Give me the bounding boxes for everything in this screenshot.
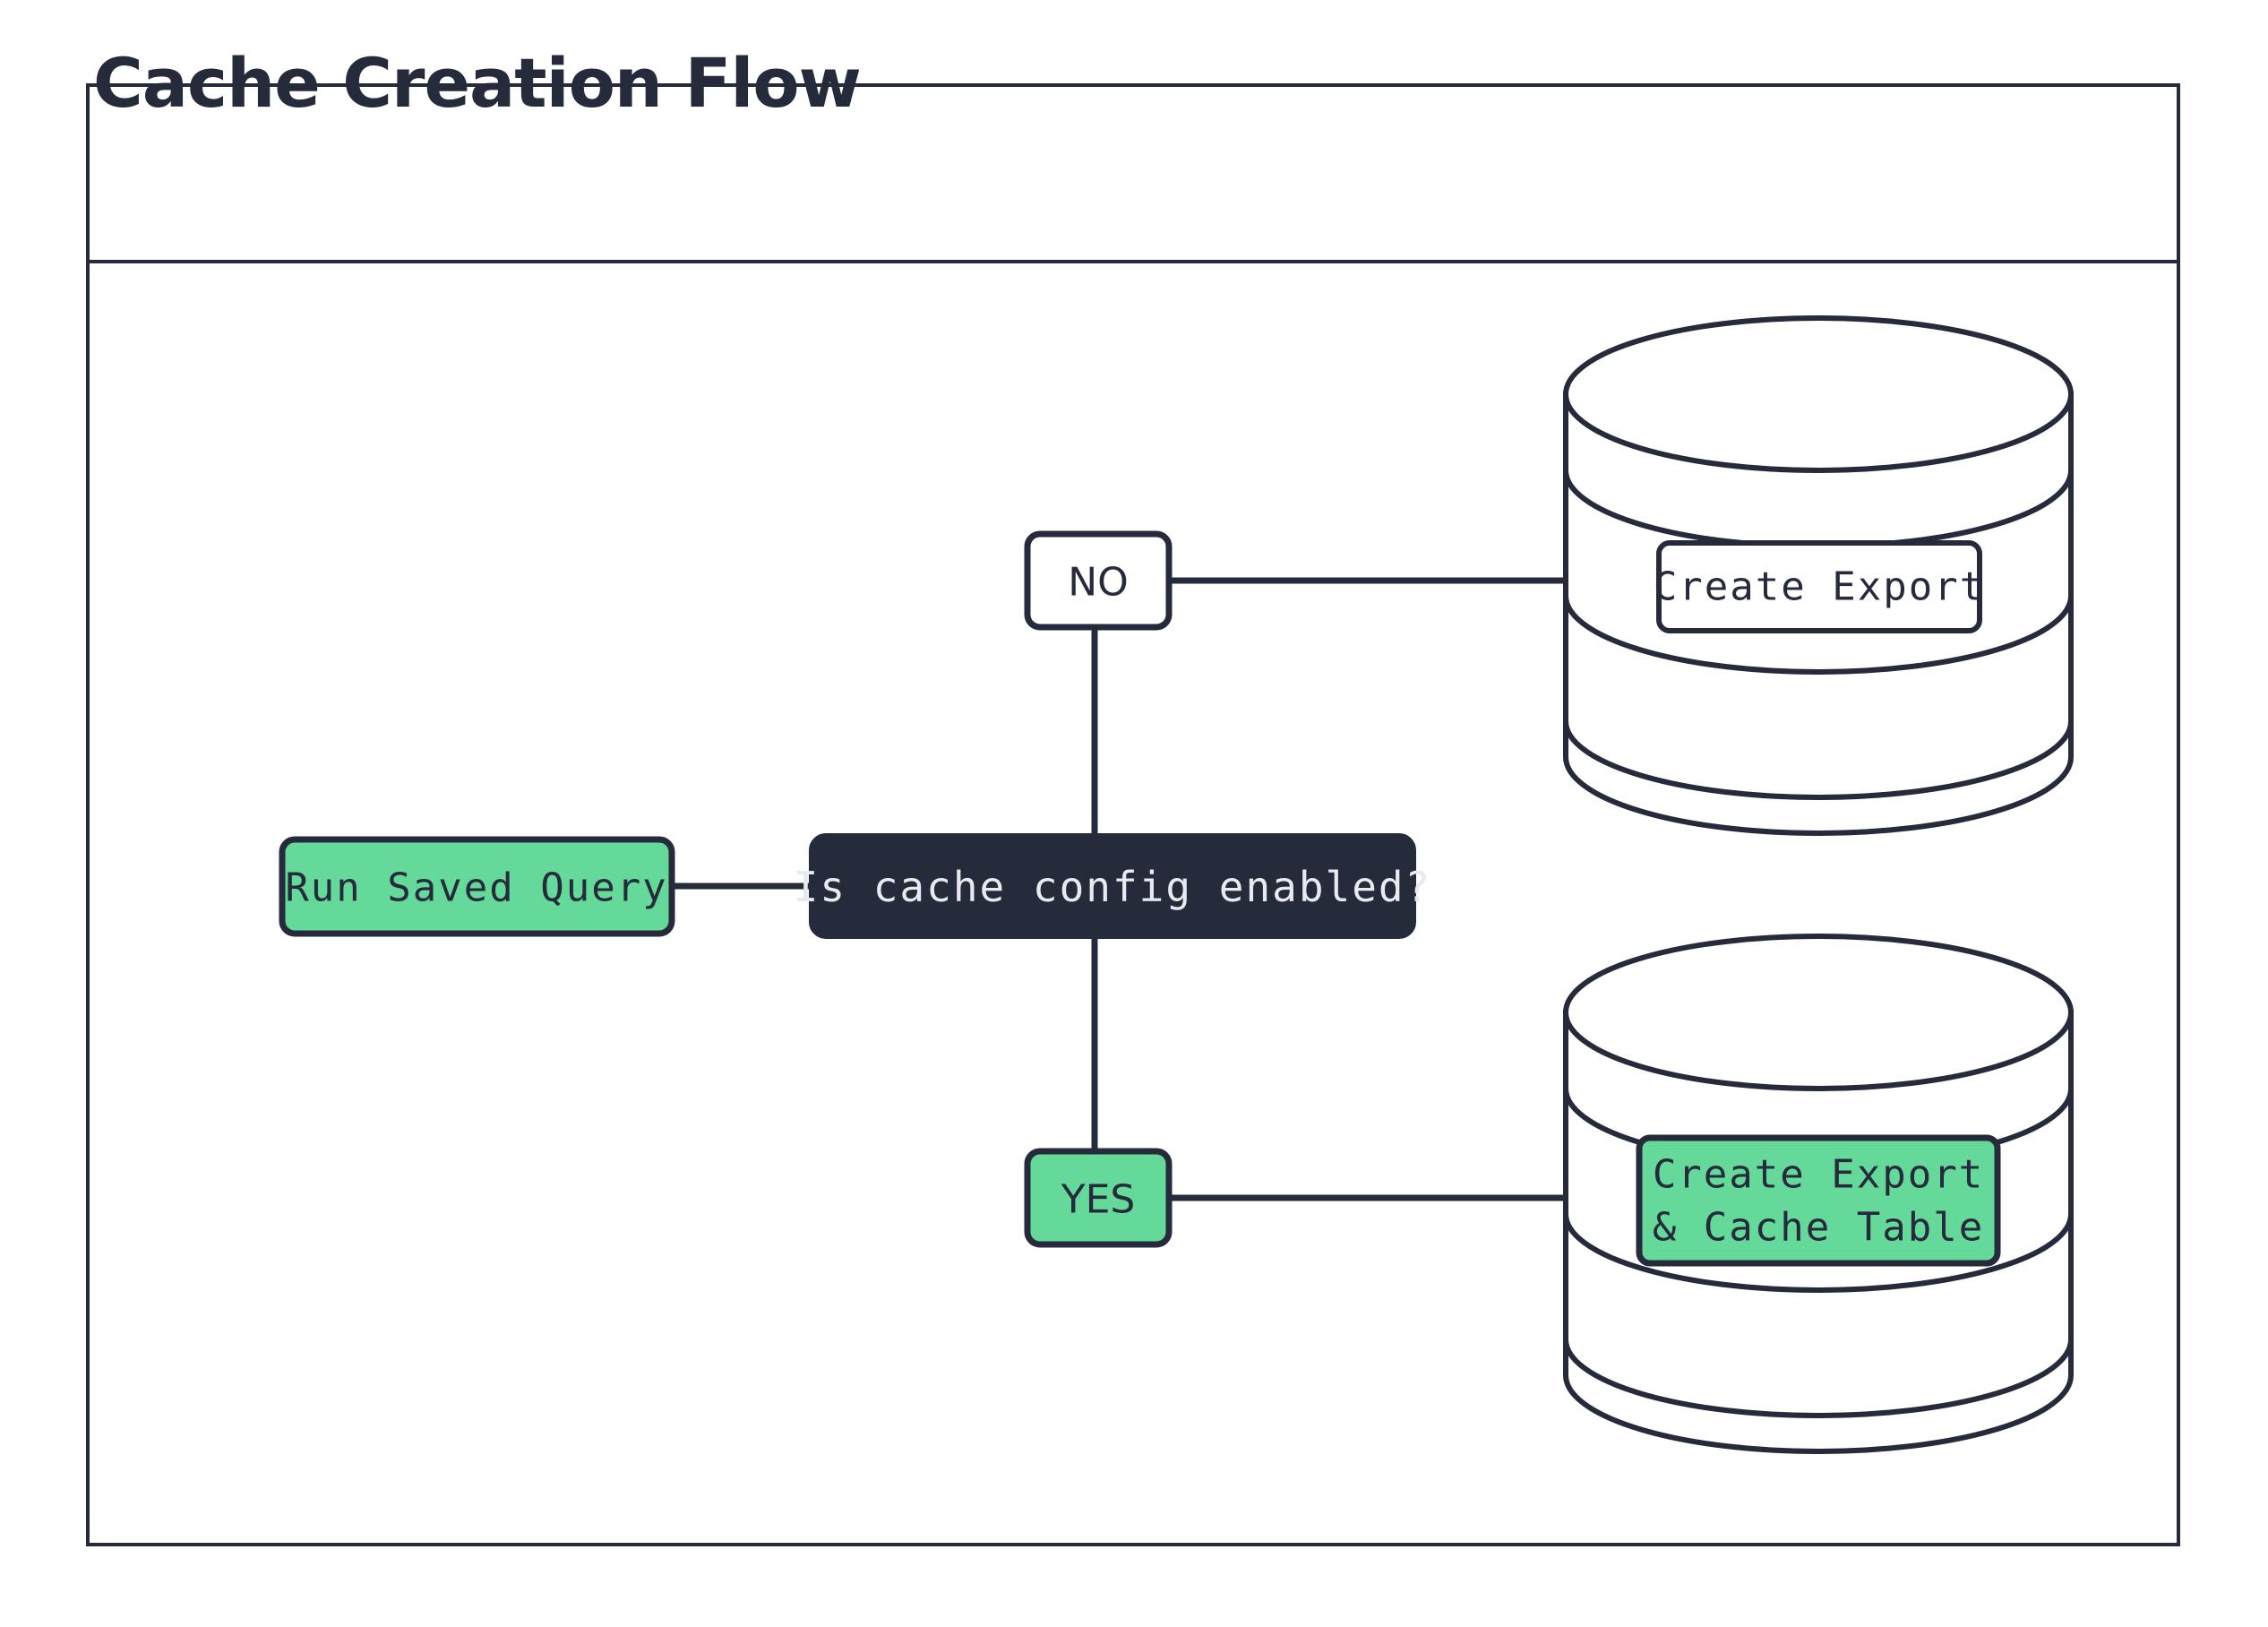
database-bottom-label-line-1: Create Export	[1653, 1152, 1984, 1198]
database-top-label-box	[1656, 540, 1982, 633]
node-branch-no[interactable]: NO	[1024, 530, 1173, 631]
branch-no-box	[1024, 530, 1173, 631]
page-title: Cache Creation Flow	[93, 43, 862, 123]
cylinder-band-2-top	[1563, 595, 2074, 675]
branch-yes-label: YES	[1061, 1177, 1136, 1223]
cylinder-band-2-bottom	[1563, 1213, 2074, 1293]
cylinder-band-3-top	[1563, 720, 2074, 800]
database-bottom-label-line-2: & Cache Table	[1653, 1205, 1984, 1251]
edge-layer	[672, 577, 1576, 1201]
cylinder-cap-bottom	[1563, 934, 2074, 1091]
node-branch-yes[interactable]: YES	[1024, 1148, 1173, 1248]
cylinder-cap-top	[1563, 315, 2074, 473]
node-run-saved-query[interactable]: Run Saved Query	[279, 836, 675, 937]
database-bottom[interactable]: Create Export & Cache Table	[1563, 934, 2074, 1454]
branch-no-label: NO	[1068, 560, 1129, 606]
run-saved-query-label: Run Saved Query	[285, 865, 667, 911]
database-top[interactable]: Create Export	[1563, 315, 2074, 836]
branch-yes-box	[1024, 1148, 1173, 1248]
database-top-label: Create Export	[1654, 564, 1985, 610]
decision-label: Is cache config enabled?	[794, 863, 1432, 911]
node-decision[interactable]: Is cache config enabled?	[794, 833, 1432, 939]
decision-box	[809, 833, 1416, 939]
diagram-header	[90, 87, 2177, 263]
database-bottom-label-box	[1636, 1134, 2001, 1267]
cylinder-band-3-bottom	[1563, 1339, 2074, 1418]
run-saved-query-box	[279, 836, 675, 937]
